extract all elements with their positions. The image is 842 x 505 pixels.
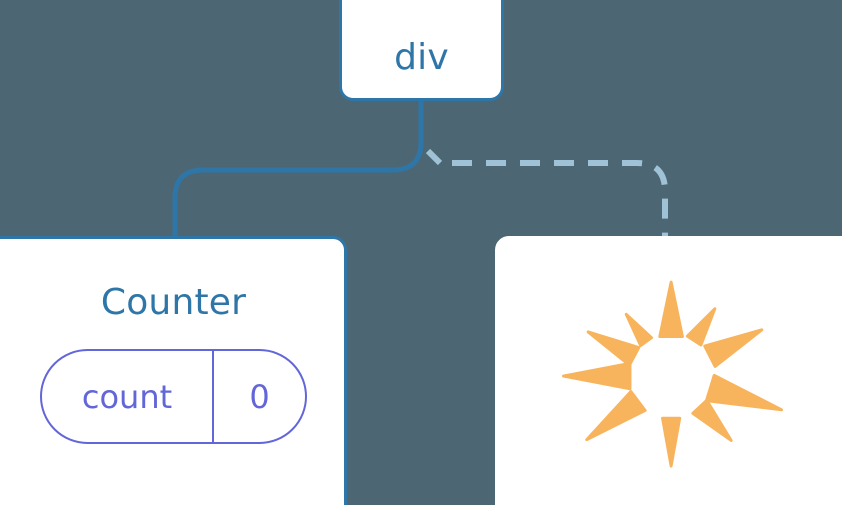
sparkle-burst-icon [561, 280, 784, 468]
state-pill[interactable]: count 0 [40, 349, 307, 444]
counter-content: Counter count 0 [3, 239, 344, 505]
sparkle-ray [658, 280, 684, 339]
edge-div-to-counter [172, 100, 424, 240]
sparkle-ray [585, 390, 647, 442]
state-value-cell: 0 [214, 351, 305, 442]
state-key-label: count [81, 377, 173, 416]
sparkle-ray [624, 312, 654, 348]
sparkle-ray [703, 328, 764, 368]
sparkle-ray [586, 330, 641, 367]
state-key-cell: count [42, 351, 214, 442]
sparkle-ray [661, 416, 682, 468]
sparkle-ray [704, 373, 784, 412]
node-counter[interactable]: Counter count 0 [0, 236, 347, 505]
sparkle-ray [685, 307, 717, 347]
node-counter-label: Counter [100, 282, 247, 323]
node-div[interactable]: div [339, 0, 504, 101]
state-value-label: 0 [249, 377, 270, 416]
node-sparkle[interactable] [495, 236, 842, 505]
sparkle-ray [691, 398, 733, 442]
node-div-label: div [394, 37, 449, 78]
edge-div-to-sparkle [425, 148, 668, 240]
sparkle-ray [561, 361, 632, 391]
sparkle-ray-group [561, 280, 784, 468]
